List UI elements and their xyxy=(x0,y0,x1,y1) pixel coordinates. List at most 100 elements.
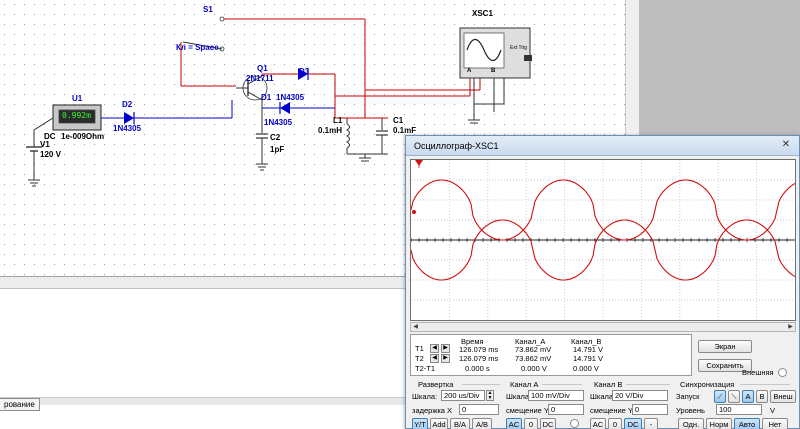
trigger-auto-button[interactable]: Авто xyxy=(734,418,760,429)
trigger-normal-button[interactable]: Норм xyxy=(706,418,732,429)
readout-cell: 14.791 V xyxy=(573,345,604,354)
mode-add-button[interactable]: Add xyxy=(430,418,448,429)
t1-right-arrow-icon[interactable]: ▶ xyxy=(441,344,450,353)
l1-value-label: 0.1mH xyxy=(318,126,343,135)
screen-scrollbar[interactable]: ◀ ▶ xyxy=(410,322,796,332)
group-divider xyxy=(626,384,670,385)
q1-model-label: 2N1711 xyxy=(246,74,274,83)
channel-a-radio[interactable] xyxy=(570,419,579,428)
readout-cell: 73.862 mV xyxy=(515,354,552,363)
channel-a-scale-field[interactable]: 100 mV/Div xyxy=(528,390,584,401)
trigger-rising-edge-icon[interactable]: ⟋ xyxy=(714,390,726,403)
d1-name-label: D1 xyxy=(261,93,272,102)
channel-b-scale-label: Шкала xyxy=(590,392,614,401)
transistor-q1[interactable] xyxy=(236,75,268,101)
channel-b-invert-button[interactable]: - xyxy=(644,418,658,429)
channel-b-ypos-field[interactable]: 0 xyxy=(632,404,668,415)
oscilloscope-titlebar[interactable]: Осциллограф-XSC1 ✕ xyxy=(406,136,799,156)
trigger-none-button[interactable]: Нет xyxy=(762,418,788,429)
dc-source-v1[interactable] xyxy=(26,117,54,187)
reverse-button[interactable]: Экран xyxy=(698,340,752,353)
trigger-source-a-button[interactable]: A xyxy=(742,390,754,403)
c1-value-label: 0.1mF xyxy=(393,126,417,135)
inductor-l1[interactable] xyxy=(346,123,350,149)
readout-header-time: Время xyxy=(461,337,484,346)
background-panel xyxy=(639,0,800,135)
channel-b-ypos-label: смещение Y xyxy=(590,406,633,415)
tab-bottom[interactable]: рование xyxy=(0,398,40,411)
channel-b-zero-button[interactable]: 0 xyxy=(608,418,622,429)
channel-a-ypos-field[interactable]: 0 xyxy=(548,404,584,415)
readout-row-label: T2 xyxy=(415,354,424,363)
timebase-scale-field[interactable]: 200 us/Div xyxy=(441,390,485,401)
readout-row-label: T1 xyxy=(415,344,424,353)
spreadsheet-view xyxy=(0,276,410,429)
readout-row-label: T2-T1 xyxy=(415,364,436,373)
trigger-level-field[interactable]: 100 xyxy=(716,404,762,415)
channel-b-scale-field[interactable]: 20 V/Div xyxy=(612,390,668,401)
oscilloscope-symbol[interactable] xyxy=(459,27,532,79)
channel-a-marker xyxy=(412,210,416,214)
d3-name-label: D3 xyxy=(299,67,310,76)
scope-trig-label: Ext Trig xyxy=(510,45,527,51)
scroll-left-icon[interactable]: ◀ xyxy=(413,324,418,330)
readout-cell: 14.791 V xyxy=(573,354,604,363)
scope-name-label: XSC1 xyxy=(472,9,493,18)
mode-yt-button[interactable]: Y/T xyxy=(412,418,428,429)
ammeter-u1[interactable] xyxy=(52,104,102,131)
close-icon[interactable]: ✕ xyxy=(781,139,791,150)
switch-key-label: Кл = Space xyxy=(176,43,219,52)
meter-name-label: U1 xyxy=(72,94,83,103)
mode-ab-button[interactable]: A/B xyxy=(472,418,492,429)
external-trigger-radio[interactable] xyxy=(778,368,787,377)
c2-value-label: 1pF xyxy=(270,145,285,154)
channel-b-title: Канал B xyxy=(594,380,623,389)
oscilloscope-screen[interactable] xyxy=(410,159,796,321)
d1-model2-label: 1N4305 xyxy=(264,118,293,127)
trigger-single-button[interactable]: Одн. xyxy=(678,418,704,429)
channel-b-dc-button[interactable]: DC xyxy=(624,418,642,429)
channel-a-zero-button[interactable]: 0 xyxy=(524,418,538,429)
scroll-right-icon[interactable]: ▶ xyxy=(788,324,793,330)
group-divider xyxy=(462,384,500,385)
timebase-xpos-field[interactable]: 0 xyxy=(459,404,499,415)
trigger-level-label: Уровень xyxy=(676,406,705,415)
l1-name-label: L1 xyxy=(333,116,343,125)
trigger-level-unit: V xyxy=(770,406,776,415)
source-name-label: V1 xyxy=(40,140,50,149)
timebase-scale-label: Шкала: xyxy=(412,392,438,401)
trigger-title: Синхронизация xyxy=(680,380,735,389)
c1-name-label: C1 xyxy=(393,116,404,125)
d2-name-label: D2 xyxy=(122,100,133,109)
readout-cell: 126.079 ms xyxy=(459,345,499,354)
timebase-spinner[interactable]: ▲▼ xyxy=(486,390,494,401)
readout-header-ch-a: Канал_A xyxy=(515,337,546,346)
spreadsheet-scrollbar[interactable] xyxy=(0,397,410,405)
timebase-xpos-label: задержка X xyxy=(412,406,453,415)
scope-b-label: B xyxy=(491,68,496,74)
oscilloscope-window: Осциллограф-XSC1 ✕ ◀ ▶ Время Канал_A Кан… xyxy=(405,135,800,429)
trigger-falling-edge-icon[interactable]: ⟍ xyxy=(728,390,740,403)
group-divider xyxy=(740,384,790,385)
group-divider xyxy=(542,384,582,385)
trigger-edge-label: Запуск xyxy=(676,392,700,401)
q1-name-label: Q1 xyxy=(257,64,268,73)
trigger-source-ext-button[interactable]: Внеш xyxy=(770,390,796,403)
schematic-vertical-scrollbar[interactable] xyxy=(625,0,639,135)
channel-b-ac-button[interactable]: AC xyxy=(590,418,606,429)
t1-left-arrow-icon[interactable]: ◀ xyxy=(430,344,439,353)
readout-cell: 73.862 mV xyxy=(515,345,552,354)
switch-s1[interactable] xyxy=(180,16,365,87)
save-button[interactable]: Сохранить xyxy=(698,359,752,372)
cursor-readout-table: Время Канал_A Канал_B T1 ◀ ▶ 126.079 ms … xyxy=(410,334,692,376)
d1-model-label: 1N4305 xyxy=(276,93,305,102)
t2-right-arrow-icon[interactable]: ▶ xyxy=(441,354,450,363)
mode-ba-button[interactable]: B/A xyxy=(450,418,470,429)
trigger-source-b-button[interactable]: B xyxy=(756,390,768,403)
t2-left-arrow-icon[interactable]: ◀ xyxy=(430,354,439,363)
channel-a-ac-button[interactable]: AC xyxy=(506,418,522,429)
channel-a-dc-button[interactable]: DC xyxy=(540,418,556,429)
diode-d1[interactable] xyxy=(279,102,290,114)
timebase-title: Развертка xyxy=(418,380,454,389)
readout-cell: 0.000 s xyxy=(465,364,490,373)
